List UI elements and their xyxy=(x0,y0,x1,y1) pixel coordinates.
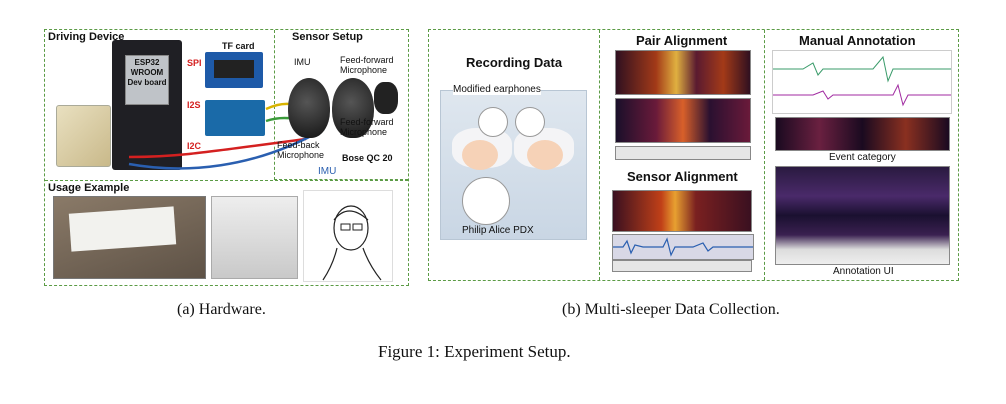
recording-data-title: Recording Data xyxy=(466,55,563,70)
sensor-setup-label: Sensor Setup xyxy=(292,31,363,43)
pdx-device-bubble xyxy=(462,177,510,225)
battery-image xyxy=(56,105,111,167)
sensor-toolbar xyxy=(612,260,752,272)
dual-channel-waveform xyxy=(772,50,952,114)
pair-toolbar xyxy=(615,146,751,160)
annotation-ui-label: Annotation UI xyxy=(833,266,894,277)
tf-card-label: TF card xyxy=(222,41,255,51)
ff-mic-right-label: Feed-forward Microphone xyxy=(340,117,394,137)
wire-red xyxy=(128,137,307,159)
mic-board-image xyxy=(205,100,265,136)
fb-mic-label: Feed-back Microphone xyxy=(277,140,325,160)
earbud-right-image xyxy=(332,78,374,138)
spi-label: SPI xyxy=(187,58,202,68)
sensor-alignment-title: Sensor Alignment xyxy=(627,169,738,184)
driving-device-label: Driving Device xyxy=(48,31,125,43)
i2c-label: I2C xyxy=(187,141,202,151)
pair-alignment-title: Pair Alignment xyxy=(636,33,728,48)
philip-alice-label: Philip Alice PDX xyxy=(462,225,534,236)
esp32-label: ESP32 WROOM Dev board xyxy=(127,58,167,87)
ff-mic-top-label: Feed-forward Microphone xyxy=(340,55,394,75)
pair-alignment-box xyxy=(599,30,765,280)
usage-photo-device-label xyxy=(68,206,177,252)
pair-spectrogram-bottom xyxy=(615,98,751,143)
usage-photo-earbuds xyxy=(211,196,298,279)
earphone-bubble-right xyxy=(515,107,545,137)
sensor-spectrogram xyxy=(612,190,752,232)
manual-annotation-title: Manual Annotation xyxy=(799,33,916,48)
annotation-ui-screenshot xyxy=(775,166,950,265)
esp32-shield xyxy=(125,55,169,105)
figure-caption: Figure 1: Experiment Setup. xyxy=(378,342,571,361)
caption-b: (b) Multi-sleeper Data Collection. xyxy=(562,301,780,318)
i2s-label: I2S xyxy=(187,100,201,110)
imu-bottom-label: IMU xyxy=(318,166,337,177)
earphone-bubble-left xyxy=(478,107,508,137)
sensor-waveform xyxy=(612,234,754,260)
earbud-cap-image xyxy=(374,82,398,114)
caption-a: (a) Hardware. xyxy=(177,301,266,318)
person-sketch-illustration xyxy=(322,205,382,281)
bose-label: Bose QC 20 xyxy=(342,153,393,163)
event-category-label: Event category xyxy=(829,152,896,163)
usage-example-box xyxy=(45,180,408,285)
wire-blue xyxy=(128,127,325,170)
hardware-panel xyxy=(44,29,409,286)
event-category-spectrogram xyxy=(775,117,950,151)
data-collection-panel xyxy=(428,29,959,281)
sleeper-right-face xyxy=(527,140,563,170)
sleeper-left-face xyxy=(462,140,498,170)
pair-spectrogram-top xyxy=(615,50,751,95)
earbud-left-image xyxy=(288,78,330,138)
usage-photo-sketch xyxy=(303,190,393,282)
tf-card-slot xyxy=(214,60,254,78)
imu-top-label: IMU xyxy=(294,57,311,67)
usage-example-label: Usage Example xyxy=(48,182,130,194)
modified-earphones-label: Modified earphones xyxy=(453,84,541,95)
